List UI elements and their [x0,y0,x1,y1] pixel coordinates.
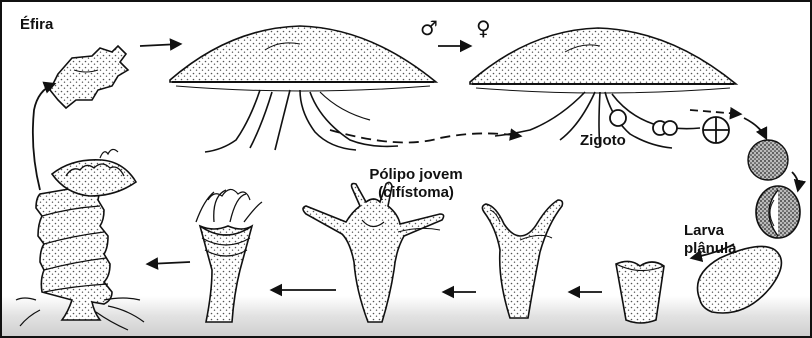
label-zigoto: Zigoto [580,132,626,149]
female-symbol: ♀ [476,18,491,38]
male-symbol: ♂ [420,18,438,38]
ground-substrate [2,296,810,336]
arrow-medusa-gametes [330,130,520,143]
arrow-strobila-to-efira [33,84,54,190]
label-cifistoma: (cifístoma) [346,184,486,201]
arrow-strobilating-to-strobila [148,262,190,264]
arrow-efira-to-medusa [140,44,180,46]
arrow-female-to-zygote [690,110,740,114]
female-medusa [470,28,736,148]
gastrula [756,186,800,238]
label-larva: Larva [684,222,724,239]
efira-shape [50,46,128,108]
blastula [748,140,788,180]
label-polipo-jovem: Pólipo jovem [346,166,486,183]
arrow-zygote-to-blastula [744,118,766,138]
male-medusa [170,26,436,152]
label-planula: plânula [684,240,737,257]
zygote-stages [610,110,729,143]
label-efira: Éfira [20,16,53,33]
arrow-blastula-to-gastrula [792,172,798,190]
